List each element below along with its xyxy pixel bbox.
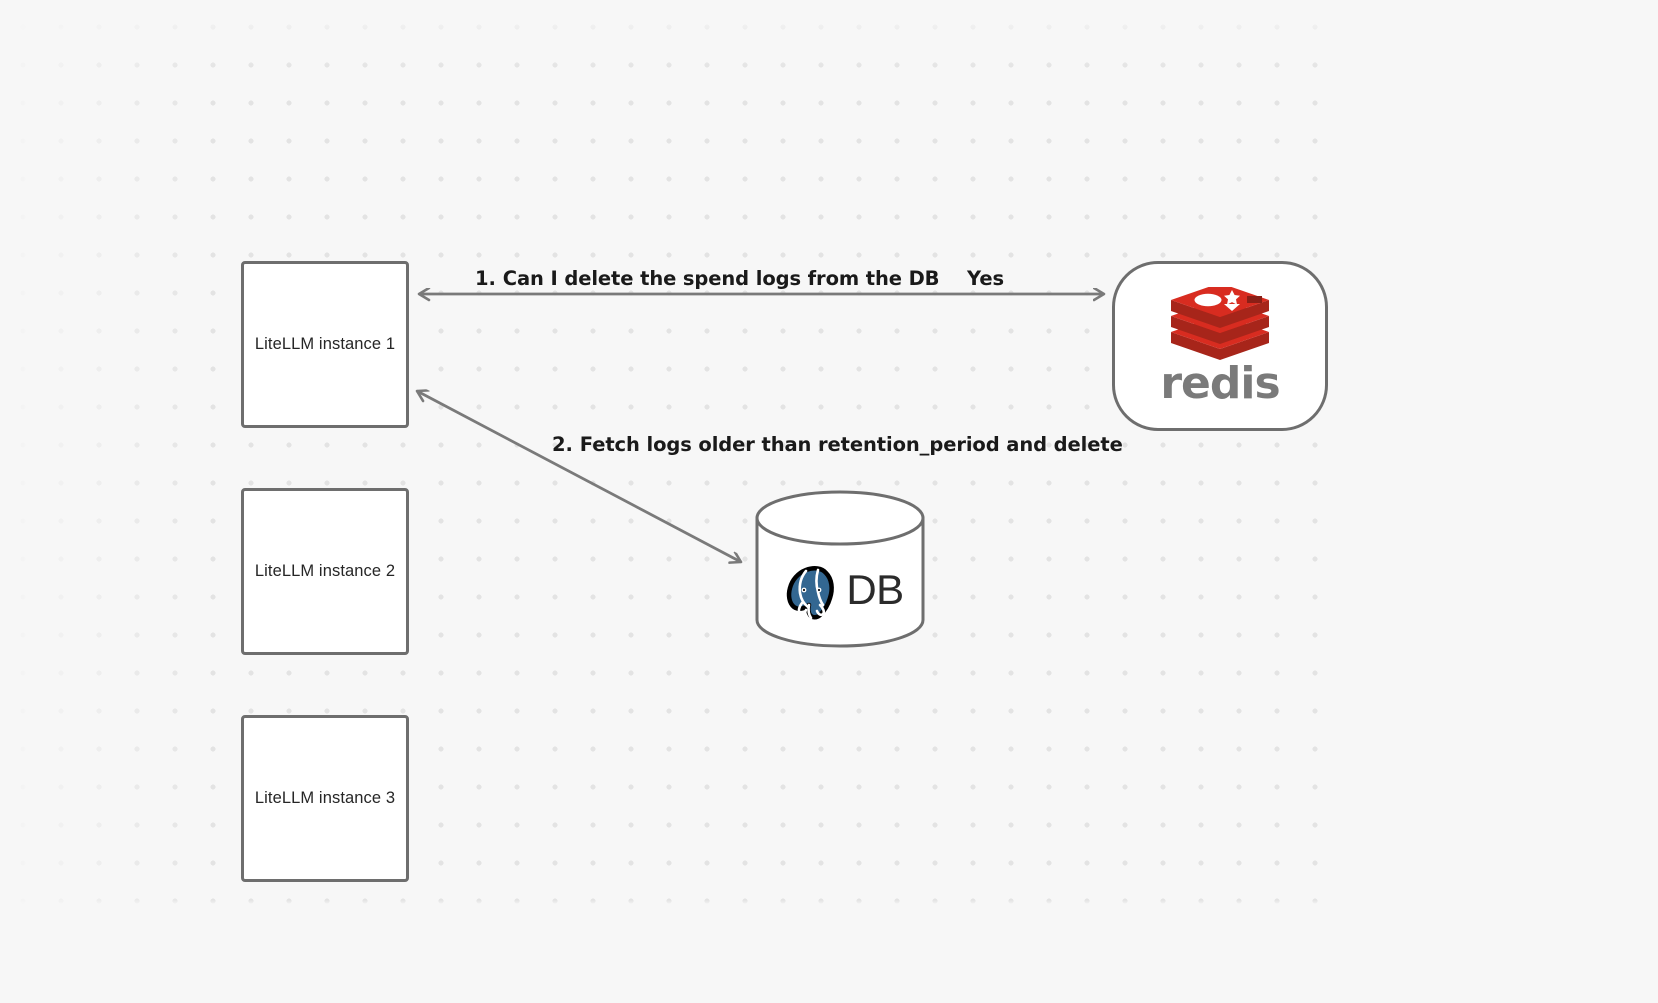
redis-stacked-cubes-icon bbox=[1171, 286, 1269, 360]
postgres-db-label: DB bbox=[846, 566, 904, 613]
edge-2-label: 2. Fetch logs older than retention_period… bbox=[552, 434, 1123, 455]
postgresql-elephant-icon bbox=[787, 566, 835, 620]
edge-1-label: 1. Can I delete the spend logs from the D… bbox=[475, 267, 940, 290]
edge-1-reply-label: Yes bbox=[967, 267, 1005, 290]
node-litellm-instance-1-label: LiteLLM instance 1 bbox=[254, 335, 396, 353]
edge-1-text: Can I delete the spend logs from the DB bbox=[502, 267, 940, 290]
node-litellm-instance-1[interactable]: LiteLLM instance 1 bbox=[241, 261, 409, 428]
database-cylinder-shape bbox=[755, 490, 925, 648]
redis-logo: redis bbox=[1160, 286, 1281, 409]
node-litellm-instance-2[interactable]: LiteLLM instance 2 bbox=[241, 488, 409, 655]
node-postgres-db[interactable]: DB bbox=[754, 490, 926, 648]
edge-2-number: 2. bbox=[552, 433, 573, 456]
node-litellm-instance-3[interactable]: LiteLLM instance 3 bbox=[241, 715, 409, 882]
edge-litellm1-to-postgres bbox=[417, 391, 741, 562]
node-litellm-instance-2-label: LiteLLM instance 2 bbox=[254, 562, 396, 580]
node-redis[interactable]: redis bbox=[1112, 261, 1328, 431]
redis-wordmark: redis bbox=[1160, 357, 1280, 409]
edge-1-number: 1. bbox=[475, 267, 496, 290]
edge-2-text: Fetch logs older than retention_period a… bbox=[579, 433, 1123, 456]
postgres-logo-and-label: DB bbox=[754, 490, 926, 648]
node-litellm-instance-3-label: LiteLLM instance 3 bbox=[254, 789, 396, 807]
